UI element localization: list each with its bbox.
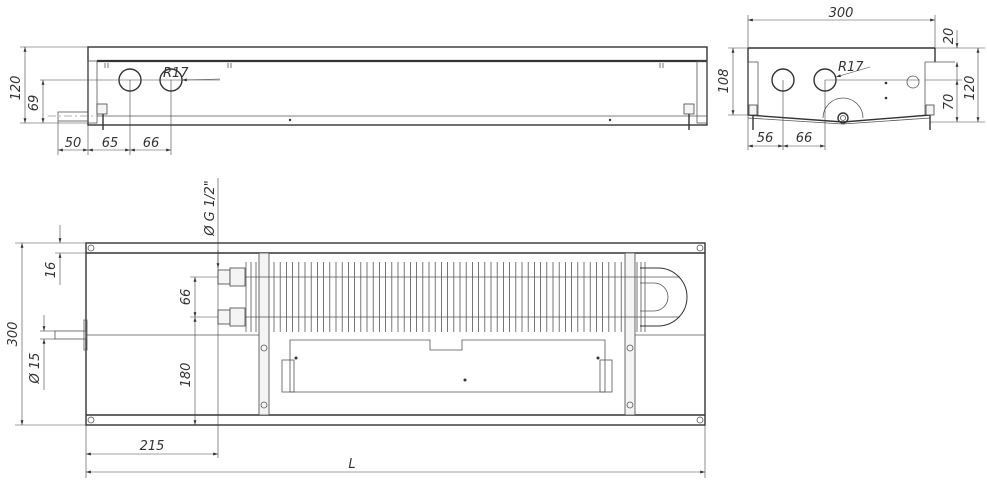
plan-housing: [85, 242, 706, 426]
plan-dim-width: 300: [6, 322, 21, 347]
heat-exchanger-fins: [245, 262, 646, 332]
plan-dim-length: L: [348, 457, 355, 472]
connector-lower: [217, 309, 231, 325]
end-dim-hole-spacing: 66: [796, 131, 813, 146]
side-hole-radius: R17: [163, 66, 189, 81]
plan-view: 300 16 Ø 15 66 180 Ø G 1/2" 215 L: [6, 178, 706, 478]
end-dim-height: 120: [963, 76, 978, 101]
end-dim-width: 300: [829, 6, 854, 21]
side-bolt-left: [96, 103, 108, 115]
exchanger-left-plate: [258, 252, 270, 416]
plan-dim-connector-offset: 180: [179, 363, 194, 388]
side-bolt-right: [683, 103, 695, 115]
plan-dim-connector-from-end: 215: [140, 439, 165, 454]
end-small-hole: [906, 75, 920, 89]
end-dim-inner-height: 108: [717, 69, 732, 94]
plan-dim-pipe-diameter: Ø 15: [28, 353, 43, 385]
side-pipe-stub: [57, 111, 89, 122]
side-view: 120 69 50 65 66 R17: [9, 46, 708, 155]
side-dim-height: 120: [9, 76, 24, 101]
end-bottom-tray: [747, 114, 931, 123]
end-valve: [837, 112, 849, 124]
side-dim-hole-spacing: 66: [143, 136, 160, 151]
exchanger-right-plate: [624, 252, 636, 416]
plan-dim-rail: 16: [44, 262, 59, 279]
side-dim-first-hole: 65: [102, 136, 119, 151]
plan-pipe-stub: [54, 330, 87, 340]
end-valve-bracket: [822, 97, 864, 119]
side-dim-pipe-height: 69: [27, 95, 42, 112]
plan-dim-connector-thread: Ø G 1/2": [203, 180, 218, 236]
control-box: [289, 339, 606, 393]
u-bend: [640, 267, 688, 327]
end-hole-radius: R17: [838, 60, 864, 75]
end-dim-step: 20: [942, 28, 957, 45]
end-view: 300 108 20 70 120 56 66 R17: [717, 6, 985, 150]
plan-dim-connector-spacing: 66: [179, 289, 194, 306]
side-dim-stub: 50: [65, 136, 82, 151]
connector-upper: [217, 269, 231, 285]
end-dim-first-hole: 56: [757, 131, 774, 146]
end-dim-hole-height: 70: [942, 94, 957, 111]
